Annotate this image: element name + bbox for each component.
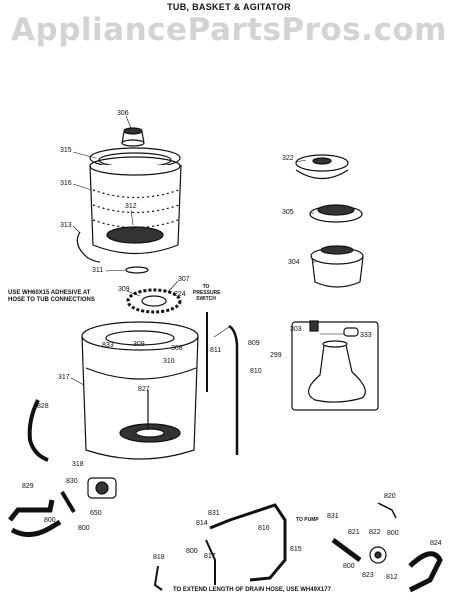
callout-810: 810 [250,368,262,375]
callout-303: 303 [290,326,302,333]
callout-821: 821 [348,529,360,536]
agitator-top-part [295,154,349,180]
agitator-cap-part [121,127,145,147]
callout-305: 305 [282,209,294,216]
air-dome-hose-part [228,324,239,455]
callout-800c: 800 [186,548,198,555]
callout-800b: 800 [78,525,90,532]
diagram-title: TUB, BASKET & AGITATOR [167,2,291,12]
pressure-switch-note: TO PRESSURE SWITCH [193,284,221,302]
callout-304: 304 [288,259,300,266]
callout-827: 827 [138,386,150,393]
callout-299: 299 [270,352,282,359]
callout-800a: 800 [44,517,56,524]
callout-308: 308 [171,345,183,352]
callout-318: 318 [72,461,84,468]
callout-817: 817 [204,553,216,560]
callout-822: 822 [369,529,381,536]
basket-cord-part [76,231,101,263]
pump-outlet-hose-part [331,537,362,563]
callout-315: 315 [60,147,72,154]
callout-814: 814 [196,520,208,527]
agitator-dog-part [309,320,319,332]
pump-part [87,477,117,499]
callout-317: 317 [58,374,70,381]
callout-824: 824 [430,540,442,547]
callout-224: 224 [174,291,186,298]
callout-333: 333 [360,332,372,339]
callout-812: 812 [386,574,398,581]
outer-tub-part [81,321,199,460]
callout-650: 650 [90,510,102,517]
drain-hose-clamp-line [205,539,216,585]
callout-833: 833 [102,342,114,349]
callout-322: 322 [282,155,294,162]
agitator-barrel-part [310,245,364,288]
agitator-cam-part [343,327,359,337]
agitator-ratchet-part [309,204,363,223]
basket-part [89,156,182,255]
callout-311: 311 [92,267,103,274]
callout-800d: 800 [387,530,399,537]
callout-labels: 306 315 316 312 313 311 309 307 224 322 … [22,110,442,581]
drain-hose-loop [10,519,62,537]
pump-return-hose-part [408,551,443,593]
callout-306: 306 [117,110,129,117]
callout-820: 820 [384,493,396,500]
callout-829: 829 [22,483,34,490]
drain-hose-note: TO EXTEND LENGTH OF DRAIN HOSE, USE WH49… [173,587,331,593]
callout-828: 828 [37,403,49,410]
watermark: AppliancePartsPros.com [11,12,447,48]
callout-312: 312 [125,203,137,210]
callout-309: 309 [118,286,130,293]
callout-310: 310 [163,358,175,365]
callout-818: 818 [153,554,165,561]
callout-313: 313 [60,222,72,229]
tub-seal-part [126,288,182,314]
long-drain-hose-part [209,503,287,582]
agitator-base-part [308,340,366,403]
hose-extension-part [153,565,163,591]
callout-815: 815 [290,546,302,553]
callout-809: 809 [248,340,260,347]
callout-811: 811 [210,347,221,354]
hose-clip-part [377,502,397,519]
callout-309b: 309 [133,341,145,348]
callout-830: 830 [66,478,78,485]
callout-831a: 831 [208,510,220,517]
callout-307: 307 [178,276,190,283]
callout-831b: 831 [327,513,339,520]
callout-823: 823 [362,572,374,579]
pump-valve-part [369,546,387,564]
fill-hose-part [27,399,49,462]
drain-hose-segment [8,499,55,522]
agitator-assembly-frame [291,321,379,411]
adhesive-note: USE WH60X15 ADHESIVE AT HOSE TO TUB CONN… [8,290,95,303]
callout-800e: 800 [343,563,355,570]
spanner-nut-part [125,266,149,274]
callout-316: 316 [60,180,72,187]
to-pump-note: TO PUMP [296,517,319,523]
callout-816: 816 [258,525,270,532]
pump-hose-part [60,490,76,514]
